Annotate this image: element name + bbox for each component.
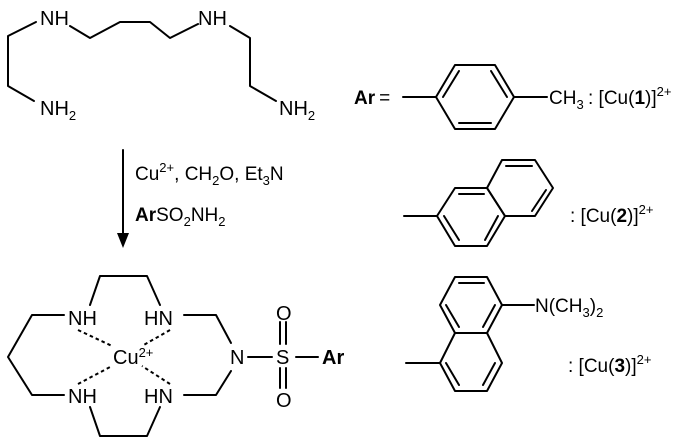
- compound-label-1: : [Cu(1)]2+: [588, 84, 671, 109]
- aryl-2-naphthyl: : [Cu(2)]2+: [403, 159, 653, 247]
- atom-nh-top-left: NH: [68, 308, 97, 330]
- bond: [7, 21, 37, 102]
- atom-hn-top-right: HN: [144, 308, 173, 330]
- bond: [482, 362, 496, 386]
- bond: [7, 314, 65, 396]
- bond: [490, 70, 508, 98]
- atom-oxygen-top: O: [276, 303, 292, 325]
- bond: [445, 304, 460, 328]
- bond: [442, 70, 460, 98]
- coordination-bond: [77, 329, 113, 347]
- ar-definition-label: Ar=: [354, 88, 390, 109]
- atom-nh2-left: NH2: [40, 98, 76, 123]
- aryl-3-dansyl: N(CH3)2 : [Cu(3)]2+: [405, 276, 651, 392]
- atom-sulfur: S: [276, 347, 289, 369]
- starting-material: NH NH NH2 NH2: [7, 8, 315, 123]
- bond: [445, 362, 460, 386]
- naphthalene-ring-bottom: [439, 332, 503, 392]
- reaction-conditions-line2: ArSO2NH2: [135, 205, 226, 229]
- bond: [69, 21, 199, 39]
- bond: [183, 370, 232, 396]
- compound-label-2: : [Cu(2)]2+: [570, 202, 653, 227]
- bond: [89, 406, 161, 437]
- naphthalene-ring-right: [486, 159, 554, 217]
- bond: [89, 275, 161, 306]
- substituent-methyl: CH3: [549, 88, 584, 112]
- atom-aryl: Ar: [322, 347, 344, 369]
- atom-nh-left: NH: [40, 8, 69, 30]
- arrow-head-icon: [117, 233, 129, 248]
- bond: [229, 25, 277, 102]
- compound-label-3: : [Cu(3)]2+: [568, 352, 651, 377]
- atom-nh-right: NH: [198, 8, 227, 30]
- bond: [484, 215, 499, 241]
- atom-oxygen-bottom: O: [276, 390, 292, 412]
- bond: [482, 304, 496, 328]
- product-macrocycle: NH HN NH HN Cu2+ N S O O Ar: [7, 275, 344, 437]
- naphthalene-ring-left: [436, 187, 506, 247]
- atom-nh-bottom-left: NH: [68, 386, 97, 408]
- aryl-1-p-tolyl: CH3 : [Cu(1)]2+: [402, 64, 671, 130]
- coordination-bond: [141, 329, 171, 347]
- bond: [183, 314, 232, 344]
- coordination-bond: [77, 365, 113, 385]
- atom-copper: Cu2+: [113, 345, 153, 369]
- atom-hn-bottom-right: HN: [144, 386, 173, 408]
- bond: [443, 215, 460, 241]
- substituent-dimethylamino: N(CH3)2: [535, 296, 603, 320]
- reaction-conditions-line1: Cu2+, CH2O, Et3N: [135, 160, 284, 188]
- atom-nitrogen: N: [230, 347, 244, 369]
- coordination-bond: [141, 365, 171, 385]
- naphthalene-ring-top: [439, 276, 503, 334]
- bond: [531, 189, 547, 212]
- benzene-ring: [435, 64, 515, 130]
- atom-nh2-right: NH2: [279, 98, 315, 123]
- reaction-arrow: [117, 149, 129, 248]
